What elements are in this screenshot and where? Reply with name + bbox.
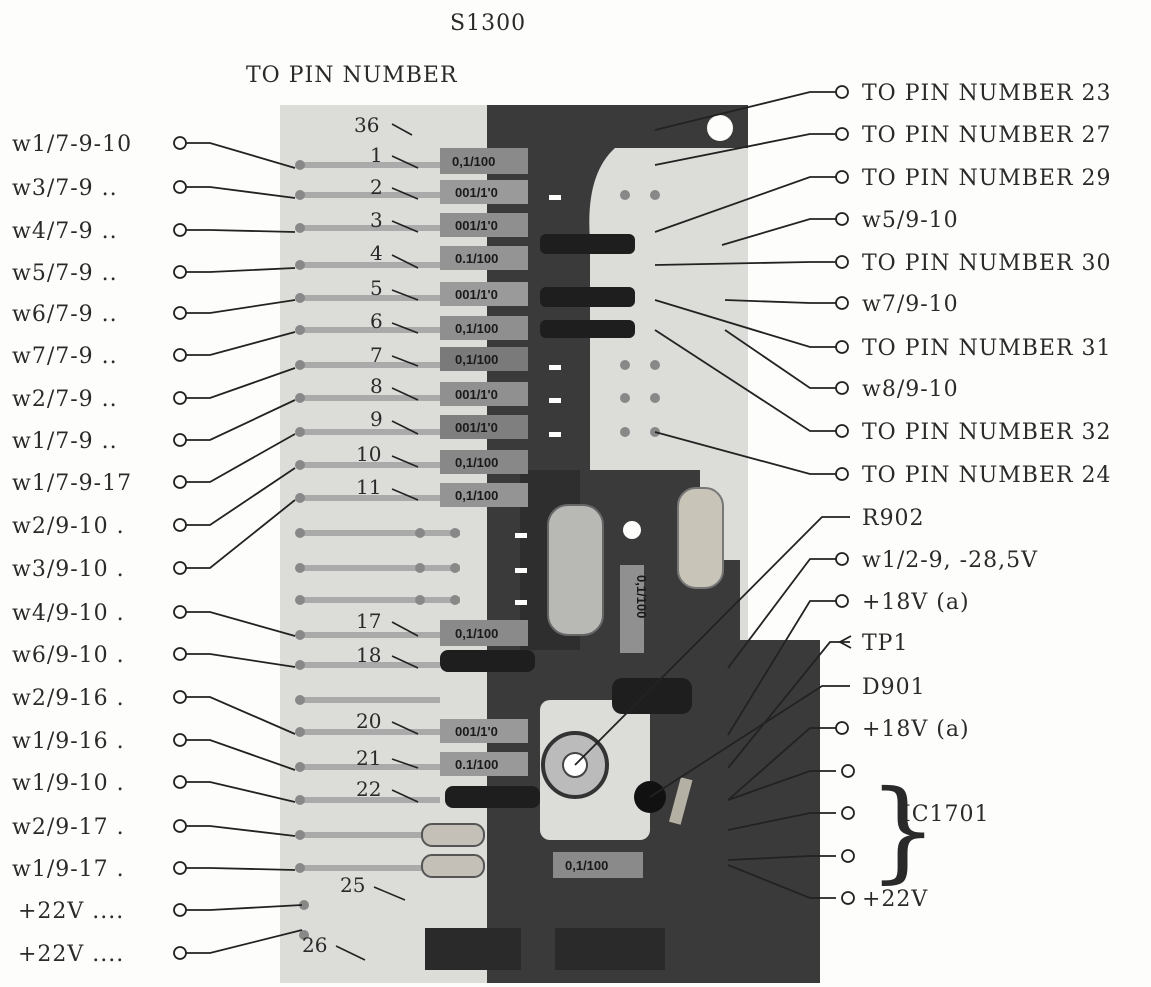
pin-number: 1 <box>370 143 383 167</box>
tp1-arrow <box>838 635 852 649</box>
pin-number: 5 <box>370 276 383 300</box>
left-label: w1/7-9-10 <box>12 132 132 157</box>
left-label: w7/7-9 .. <box>12 344 118 369</box>
cap-label: 0,1/100 <box>634 575 649 618</box>
cap-label: 001/1'0 <box>455 420 498 435</box>
components <box>421 234 724 878</box>
bottom-block-left <box>425 928 521 970</box>
right-label: TO PIN NUMBER 27 <box>862 123 1112 148</box>
pin-number: 7 <box>370 343 383 367</box>
cap-label: 0.1/100 <box>455 757 498 772</box>
left-label: w6/7-9 .. <box>12 302 118 327</box>
pin-number: 11 <box>356 475 381 499</box>
right-label: IC1701 <box>902 802 990 827</box>
cap-label: 001/1'0 <box>455 218 498 233</box>
subtitle: TO PIN NUMBER <box>246 63 458 88</box>
right-label: w5/9-10 <box>862 208 959 233</box>
left-label: w5/7-9 .. <box>12 261 118 286</box>
cap-label: 0,1/100 <box>455 352 498 367</box>
right-labels: TO PIN NUMBER 23 TO PIN NUMBER 27 TO PIN… <box>862 81 1112 912</box>
left-label: +22V .... <box>18 899 124 924</box>
pin-numbers: 36 1 2 3 4 5 6 7 8 9 10 11 17 18 20 21 2… <box>302 113 383 957</box>
right-leader-lines <box>574 91 850 899</box>
left-label: w1/9-16 . <box>12 729 125 754</box>
cap-label: 0,1/100 <box>452 154 495 169</box>
right-label: w1/2-9, -28,5V <box>862 548 1038 573</box>
pin-number: 6 <box>370 309 383 333</box>
left-label: w6/9-10 . <box>12 643 125 668</box>
right-label: w8/9-10 <box>862 377 959 402</box>
circuit-board: 0,1/100 001/1'0 001/1'0 0.1/100 001/1'0 … <box>280 105 820 983</box>
pin-number: 20 <box>356 709 381 733</box>
left-label: w3/9-10 . <box>12 557 125 582</box>
left-label: w3/7-9 .. <box>12 176 118 201</box>
pin-number: 9 <box>370 407 383 431</box>
left-label: w1/9-17 . <box>12 857 125 882</box>
right-label: TO PIN NUMBER 32 <box>862 420 1112 445</box>
right-label: TO PIN NUMBER 23 <box>862 81 1112 106</box>
right-label: +18V (a) <box>862 590 970 615</box>
model-title: S1300 <box>450 11 526 36</box>
right-label: w7/9-10 <box>862 292 959 317</box>
bottom-block-right <box>555 928 665 970</box>
pin-number: 26 <box>302 933 327 957</box>
left-label: w2/9-16 . <box>12 686 125 711</box>
pin-number: 2 <box>370 175 383 199</box>
cap-label: 001/1'0 <box>455 185 498 200</box>
cap-label: 0,1/100 <box>455 455 498 470</box>
right-label: TO PIN NUMBER 24 <box>862 463 1112 488</box>
cap-label: 0,1/100 <box>455 488 498 503</box>
right-label: TO PIN NUMBER 30 <box>862 251 1112 276</box>
pin-number: 10 <box>356 442 381 466</box>
right-terminals <box>835 85 855 905</box>
cap-label: 0,1/100 <box>455 321 498 336</box>
cap-label: 0.1/100 <box>455 251 498 266</box>
pin-number: 4 <box>370 241 383 265</box>
left-label: w1/7-9 .. <box>12 429 118 454</box>
pin-number: 22 <box>356 777 381 801</box>
left-label: w4/9-10 . <box>12 601 125 626</box>
left-label: w2/7-9 .. <box>12 387 118 412</box>
right-label: +22V <box>862 887 928 912</box>
left-terminals <box>173 136 187 960</box>
left-leader-lines <box>186 142 303 954</box>
right-label: D901 <box>862 675 926 700</box>
right-label: TO PIN NUMBER 29 <box>862 166 1112 191</box>
pin-number: 36 <box>354 113 379 137</box>
mounting-hole-mid <box>623 521 641 539</box>
left-label: w2/9-10 . <box>12 514 125 539</box>
right-label: TO PIN NUMBER 31 <box>862 336 1112 361</box>
left-label: w1/7-9-17 <box>12 471 132 496</box>
right-label: TP1 <box>862 631 908 656</box>
ic-brace: } <box>868 766 938 894</box>
right-label: +18V (a) <box>862 717 970 742</box>
cap-label: 001/1'0 <box>455 724 498 739</box>
pin-number: 17 <box>356 609 381 633</box>
cap-label: 0,1/100 <box>565 858 608 873</box>
pin-number: 8 <box>370 374 383 398</box>
left-label: w1/9-10 . <box>12 771 125 796</box>
left-label: w4/7-9 .. <box>12 219 118 244</box>
pin-number: 18 <box>356 643 381 667</box>
pin-arrows <box>335 123 419 961</box>
cap-label: 0,1/100 <box>455 626 498 641</box>
pin-number: 3 <box>370 208 383 232</box>
pin-number: 25 <box>340 873 365 897</box>
right-label: R902 <box>862 506 925 531</box>
cap-label: 001/1'0 <box>455 387 498 402</box>
cap-label: 001/1'0 <box>455 287 498 302</box>
left-label: +22V .... <box>18 942 124 967</box>
pin-number: 21 <box>356 746 381 770</box>
left-labels: w1/7-9-10 w3/7-9 .. w4/7-9 .. w5/7-9 .. … <box>12 132 132 967</box>
left-label: w2/9-17 . <box>12 815 125 840</box>
mounting-hole-top <box>707 115 733 141</box>
